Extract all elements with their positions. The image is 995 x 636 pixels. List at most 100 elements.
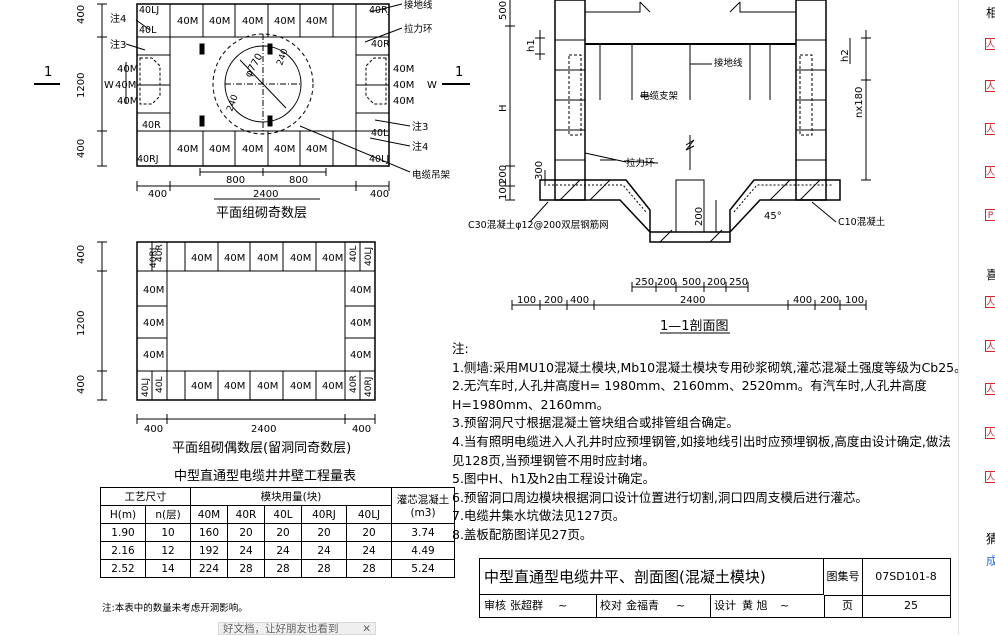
odd-dim-h-inner: 800 [289,175,308,186]
odd-top-cell: 40M [242,16,263,27]
section-1-1 [505,0,871,334]
even-top-cell: 40L [349,246,359,262]
sidebar-heading: 相 [986,6,995,20]
pdf-icon[interactable]: 人 [985,123,995,135]
even-top-cell: 40M [191,253,212,264]
even-dim-h: 400 [352,424,371,435]
sec-outer-dim: 200 [544,295,563,306]
even-right-cell: 40M [350,350,371,361]
pdf-icon[interactable]: 人 [985,166,995,178]
pdf-icon[interactable]: 人 [985,471,995,483]
odd-corner-br-mid: 40L [371,128,389,139]
sec-dim-200: 200 [498,165,509,184]
note-item: 2.无汽车时,人孔井高度H= 1980mm、2160mm、2520mm。有汽车时… [452,378,927,394]
pdf-icon[interactable]: 人 [985,340,995,352]
odd-dim-h: 400 [370,189,389,200]
sec-outer-dim: 100 [845,295,864,306]
odd-bottom-cell: 40M [177,144,198,155]
even-dim-v: 400 [76,245,87,264]
even-left-cell: 40M [143,318,164,329]
sec-dim-300: 300 [534,161,545,180]
section-mark-right: 1 [455,65,463,80]
pdf-icon[interactable]: 人 [985,38,995,50]
even-bottom-cell: 40LJ [141,378,151,397]
pdf-icon[interactable]: 人 [985,427,995,439]
even-bottom-cell: 40L [155,377,165,393]
plan-even-layer [97,241,376,424]
signature-reviewer: ~ [558,599,568,612]
close-icon[interactable]: ✕ [362,623,371,635]
odd-corner-tr-mid: 40R [371,39,390,50]
sec-dim-100: 100 [498,181,509,200]
sec-c30-label: C30混凝土φ12@200双层钢筋网 [468,219,609,231]
note-item: 8.盖板配筋图详见27页。 [452,526,593,542]
callout-hanger: 电缆吊架 [412,169,451,181]
callout-note4-r: 注4 [412,140,428,153]
section-mark-left: 1 [44,65,52,80]
signature-designer: ~ [780,599,790,612]
subheader: n(层) [145,505,191,524]
odd-corner-bl-mid: 40R [142,120,161,131]
sec-angle: 45° [764,211,782,222]
atlas-label: 图集号 [824,559,863,596]
pdf-icon[interactable]: 人 [985,296,995,308]
callout-note3-r: 注3 [412,120,428,133]
even-top-cell: 40R [155,244,165,262]
odd-bottom-cell: 40M [209,144,230,155]
even-top-cell: 40M [290,253,311,264]
table-footnote: 注:本表中的数量未考虑开洞影响。 [102,603,248,614]
odd-dim-h: 2400 [253,189,278,200]
ppt-icon[interactable]: P [985,209,995,221]
odd-bottom-cell: 40M [242,144,263,155]
sec-outer-dim: 400 [570,295,589,306]
odd-dim-v: 400 [76,5,87,24]
callout-note4: 注4 [110,12,126,25]
even-bottom-cell: 40M [322,381,343,392]
even-top-cell: 40M [257,253,278,264]
quantity-table-title: 中型直通型电缆井井壁工程量表 [174,469,357,484]
subheader: 40R [227,505,265,524]
odd-dim-w-r: W [427,80,437,91]
plan-odd-layer [34,3,470,200]
odd-corner-tr: 40RJ [369,5,391,16]
section-title: 1—1剖面图 [660,319,729,334]
odd-corner-br: 40LJ [369,154,389,165]
signature-row: 审核 张超群 ~ 校对 金福青 ~ 设计 黄 旭 ~ 页 25 [480,595,950,617]
sec-ring-label: 拉力环 [626,157,655,169]
subheader: 40M [190,505,228,524]
odd-left-cell: 40M [117,96,138,107]
sec-h1: h1 [526,39,537,52]
share-bar[interactable]: 好文档，让好朋友也看到 ✕ [218,622,376,635]
manhole-diameter: φ770 [243,52,265,80]
notes-heading: 注: [452,341,469,356]
sec-nx180: nx180 [854,87,865,118]
note-item: 见128页,当预埋钢管不用时应封堵。 [452,452,655,468]
pdf-icon[interactable]: 人 [985,80,995,92]
right-sidebar: 相 人 人 人 人 P 喜 人 人 人 人 人 猜 成 [958,0,995,635]
note-item: 3.预留洞尺寸根据混凝土管块组合或排管组合确定。 [452,415,739,431]
dim-240-b: 240 [275,47,290,67]
odd-top-cell: 40M [274,16,295,27]
odd-left-cell: 40M [117,64,138,75]
odd-top-cell: 40M [306,16,327,27]
odd-dim-w: W [104,80,114,91]
odd-right-cell: 40M [393,96,414,107]
odd-dim-h-inner: 800 [226,175,245,186]
dim-240-a: 240 [225,93,240,113]
odd-corner-bl: 40RJ [137,154,159,165]
note-item: 1.侧墙:采用MU10混凝土模块,Mb10混凝土模块专用砂浆砌筑,灌芯混凝土强度… [452,359,967,375]
even-dim-v: 400 [76,375,87,394]
sec-outer-dim: 100 [517,295,536,306]
odd-top-cell: 40M [177,16,198,27]
odd-right-cell: 40M [393,80,414,91]
even-bottom-cell: 40R [349,375,359,393]
pdf-icon[interactable]: 人 [985,383,995,395]
sidebar-link[interactable]: 成 [986,554,995,568]
sec-outer-dim: 400 [793,295,812,306]
even-left-cell: 40M [143,350,164,361]
sec-bottom-dim: 200 [657,277,676,288]
odd-corner-tl-mid: 40L [139,25,157,36]
callout-ground: 接地线 [404,0,433,11]
even-top-cell: 40M [224,253,245,264]
